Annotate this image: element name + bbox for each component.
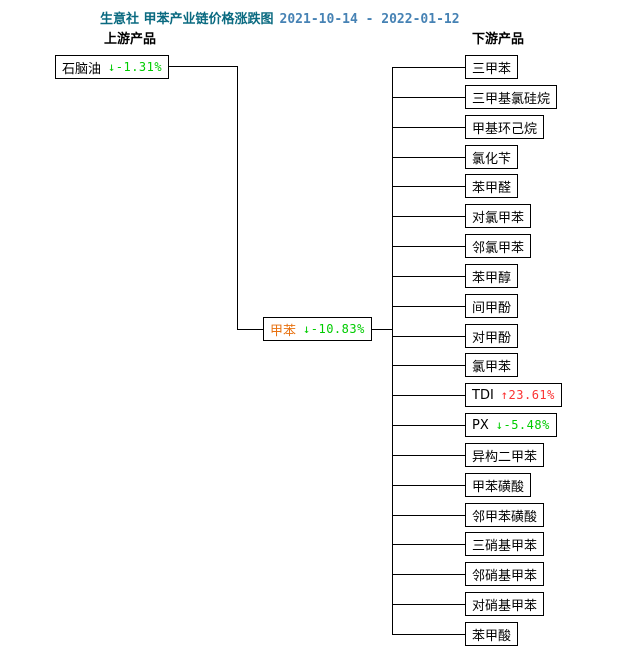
node-downstream-18[interactable]: 邻硝基甲苯	[465, 562, 545, 586]
node-label: 三甲苯	[472, 61, 512, 77]
downstream-column-label: 下游产品	[472, 32, 525, 47]
node-downstream-7[interactable]: 邻氯甲苯	[465, 234, 532, 258]
date-range: 2021-10-14 - 2022-01-12	[279, 12, 460, 27]
connector-line	[392, 515, 465, 516]
connector-line	[392, 365, 465, 366]
connector-line	[392, 395, 465, 396]
node-toluene[interactable]: 甲苯 ↓-10.83%	[263, 317, 372, 341]
node-downstream-2[interactable]: 三甲基氯硅烷	[465, 85, 558, 109]
node-downstream-5[interactable]: 苯甲醛	[465, 174, 519, 198]
connector-line	[392, 216, 465, 217]
node-downstream-4[interactable]: 氯化苄	[465, 145, 519, 169]
node-downstream-3[interactable]: 甲基环己烷	[465, 115, 545, 139]
node-naphtha-change: ↓-1.31%	[108, 60, 163, 74]
connector-line	[392, 485, 465, 486]
node-toluene-label: 甲苯	[270, 323, 297, 339]
connector-line	[392, 544, 465, 545]
connector-line	[237, 66, 238, 330]
node-label: PX	[472, 417, 489, 433]
page-title: 生意社 甲苯产业链价格涨跌图 2021-10-14 - 2022-01-12	[100, 8, 460, 27]
node-downstream-16[interactable]: 邻甲苯磺酸	[465, 503, 545, 527]
node-naphtha[interactable]: 石脑油 ↓-1.31%	[55, 55, 170, 79]
node-downstream-10[interactable]: 对甲酚	[465, 324, 519, 348]
node-label: 三甲基氯硅烷	[472, 91, 551, 107]
node-label: 苯甲醛	[472, 180, 512, 196]
node-px[interactable]: PX ↓-5.48%	[465, 413, 557, 437]
node-naphtha-label: 石脑油	[62, 61, 102, 77]
node-label: 甲苯磺酸	[472, 479, 525, 495]
connector-line	[150, 66, 238, 67]
node-change: ↑23.61%	[500, 388, 555, 402]
node-label: 邻氯甲苯	[472, 240, 525, 256]
connector-line	[392, 127, 465, 128]
node-downstream-20[interactable]: 苯甲酸	[465, 622, 519, 646]
connector-line	[237, 329, 267, 330]
connector-line	[392, 455, 465, 456]
connector-line	[392, 67, 465, 68]
node-label: 异构二甲苯	[472, 449, 538, 465]
node-label: 对硝基甲苯	[472, 598, 538, 614]
down-arrow-icon: ↓	[303, 322, 311, 336]
node-label: 三硝基甲苯	[472, 538, 538, 554]
page-title-text: 生意社 甲苯产业链价格涨跌图	[100, 12, 274, 27]
node-downstream-1[interactable]: 三甲苯	[465, 55, 519, 79]
node-toluene-change: ↓-10.83%	[303, 322, 365, 336]
node-label: 邻甲苯磺酸	[472, 509, 538, 525]
node-change: ↓-5.48%	[495, 418, 550, 432]
connector-line	[392, 276, 465, 277]
node-downstream-17[interactable]: 三硝基甲苯	[465, 532, 545, 556]
connector-line	[392, 157, 465, 158]
node-label: TDI	[472, 387, 494, 403]
node-downstream-9[interactable]: 间甲酚	[465, 294, 519, 318]
node-downstream-19[interactable]: 对硝基甲苯	[465, 592, 545, 616]
node-label: 甲基环己烷	[472, 121, 538, 137]
node-label: 对氯甲苯	[472, 210, 525, 226]
node-downstream-15[interactable]: 甲苯磺酸	[465, 473, 532, 497]
node-downstream-8[interactable]: 苯甲醇	[465, 264, 519, 288]
node-label: 氯化苄	[472, 151, 512, 167]
connector-line	[392, 186, 465, 187]
node-downstream-11[interactable]: 氯甲苯	[465, 353, 519, 377]
node-label: 氯甲苯	[472, 359, 512, 375]
trunk-line	[392, 67, 393, 635]
node-label: 苯甲酸	[472, 628, 512, 644]
upstream-column-label: 上游产品	[104, 32, 157, 47]
node-downstream-6[interactable]: 对氯甲苯	[465, 204, 532, 228]
connector-line	[392, 306, 465, 307]
connector-line	[392, 425, 465, 426]
connector-line	[392, 97, 465, 98]
up-arrow-icon: ↑	[500, 388, 509, 402]
connector-line	[392, 634, 465, 635]
node-label: 邻硝基甲苯	[472, 568, 538, 584]
connector-line	[392, 246, 465, 247]
connector-line	[392, 336, 465, 337]
node-downstream-14[interactable]: 异构二甲苯	[465, 443, 545, 467]
down-arrow-icon: ↓	[495, 418, 504, 432]
node-label: 苯甲醇	[472, 270, 512, 286]
node-label: 间甲酚	[472, 300, 512, 316]
node-label: 对甲酚	[472, 330, 512, 346]
down-arrow-icon: ↓	[108, 60, 116, 74]
connector-line	[392, 604, 465, 605]
connector-line	[392, 574, 465, 575]
node-tdi[interactable]: TDI ↑23.61%	[465, 383, 562, 407]
